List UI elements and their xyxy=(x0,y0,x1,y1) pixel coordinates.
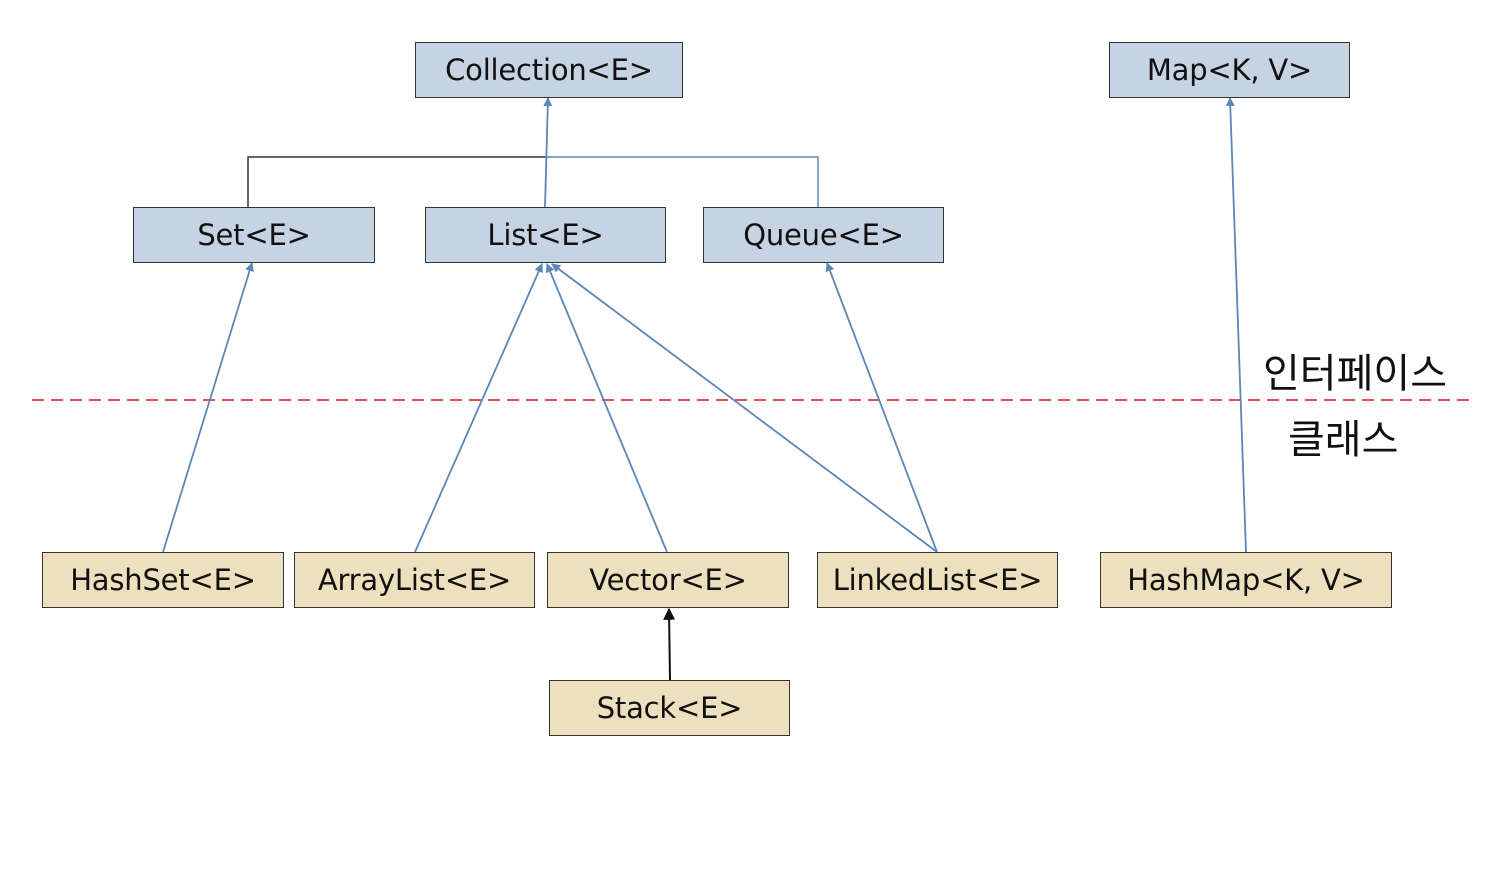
hashmap-class-box: HashMap<K, V> xyxy=(1100,552,1392,608)
stack-class-box: Stack<E> xyxy=(549,680,790,736)
hashset-class-box: HashSet<E> xyxy=(42,552,284,608)
edge-stack-to-vector xyxy=(663,607,676,681)
linkedlist-class-label: LinkedList<E> xyxy=(832,563,1043,597)
collection-interface-label: Collection<E> xyxy=(445,53,653,87)
hashmap-class-label: HashMap<K, V> xyxy=(1127,563,1365,597)
edge-hashset-to-set xyxy=(162,262,254,553)
queue-interface-box: Queue<E> xyxy=(703,207,944,263)
queue-interface-label: Queue<E> xyxy=(743,218,904,252)
edge-vector-to-list xyxy=(545,263,668,553)
edge-set-to-collection xyxy=(247,156,547,207)
collection-interface-box: Collection<E> xyxy=(415,42,683,98)
interface-zone-label: 인터페이스 xyxy=(1263,351,1447,397)
stack-class-label: Stack<E> xyxy=(596,691,743,725)
list-interface-label: List<E> xyxy=(487,218,604,252)
class-zone-label: 클래스 xyxy=(1288,417,1399,463)
edge-hashmap-to-map xyxy=(1225,97,1247,553)
vector-class-box: Vector<E> xyxy=(547,552,789,608)
list-interface-box: List<E> xyxy=(425,207,666,263)
set-interface-label: Set<E> xyxy=(197,218,311,252)
edge-linkedlist-to-queue xyxy=(825,262,938,553)
map-interface-label: Map<K, V> xyxy=(1146,53,1313,87)
arraylist-class-box: ArrayList<E> xyxy=(294,552,535,608)
edge-arraylist-to-list xyxy=(414,263,543,553)
vector-class-label: Vector<E> xyxy=(589,563,747,597)
hashset-class-label: HashSet<E> xyxy=(70,563,256,597)
arraylist-class-label: ArrayList<E> xyxy=(317,563,512,597)
edge-linkedlist-to-list xyxy=(551,263,938,553)
edge-queue-to-collection xyxy=(547,156,819,207)
linkedlist-class-box: LinkedList<E> xyxy=(817,552,1058,608)
set-interface-box: Set<E> xyxy=(133,207,375,263)
edge-list-to-collection xyxy=(543,97,553,208)
map-interface-box: Map<K, V> xyxy=(1109,42,1350,98)
